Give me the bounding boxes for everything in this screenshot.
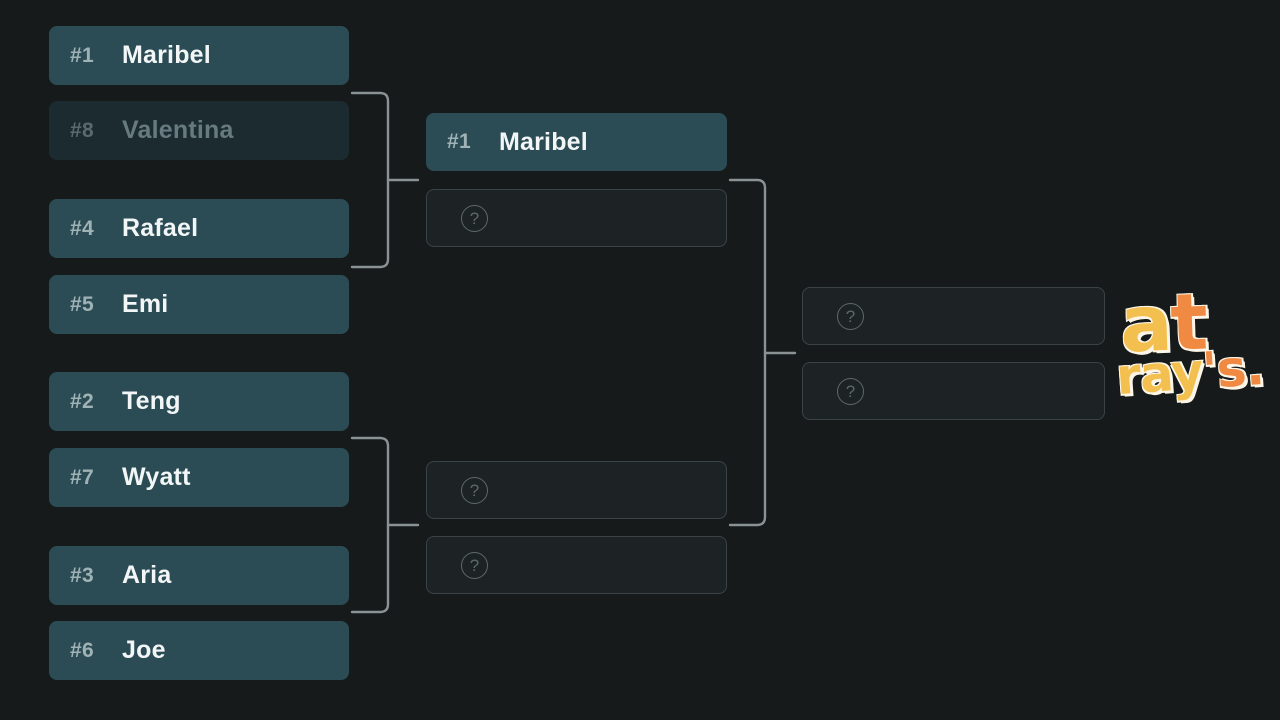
player-name: Valentina xyxy=(122,116,234,144)
seed-label: #2 xyxy=(70,389,94,413)
seed-label: #1 xyxy=(447,130,471,153)
bracket-slot-r3-1[interactable]: ? xyxy=(802,287,1105,345)
logo-text-ray: ray xyxy=(1114,342,1205,407)
bracket-slot-r2-2[interactable]: ? xyxy=(426,189,727,247)
logo-text-s: 's. xyxy=(1200,337,1266,401)
bracket-slot-r1-8[interactable]: #6 Joe xyxy=(49,621,349,680)
player-name: Teng xyxy=(122,387,181,415)
bracket-slot-r3-2[interactable]: ? xyxy=(802,362,1105,420)
bracket-slot-r1-3[interactable]: #4 Rafael xyxy=(49,199,349,258)
bracket-slot-r1-2[interactable]: #8 Valentina xyxy=(49,101,349,160)
seed-label: #6 xyxy=(70,638,94,662)
question-circle-icon: ? xyxy=(461,551,488,579)
player-name: Wyatt xyxy=(122,463,191,491)
connector-r2-final xyxy=(728,178,767,527)
bracket-slot-r1-7[interactable]: #3 Aria xyxy=(49,546,349,605)
bracket-slot-r1-6[interactable]: #7 Wyatt xyxy=(49,448,349,507)
connector-r1-upper xyxy=(350,91,390,269)
player-name: Joe xyxy=(122,636,166,664)
logo-line-bottom: ray's. xyxy=(1114,338,1265,406)
bracket-slot-r1-4[interactable]: #5 Emi xyxy=(49,275,349,334)
question-circle-icon: ? xyxy=(461,204,488,232)
seed-label: #7 xyxy=(70,465,94,489)
seed-label: #4 xyxy=(70,216,94,240)
brand-logo: at ray's. xyxy=(1112,278,1268,415)
player-name: Aria xyxy=(122,561,172,589)
seed-label: #1 xyxy=(70,43,94,67)
bracket-slot-r1-1[interactable]: #1 Maribel xyxy=(49,26,349,85)
bracket-slot-r2-4[interactable]: ? xyxy=(426,536,727,594)
bracket-slot-r2-1[interactable]: #1 Maribel xyxy=(426,113,727,171)
player-name: Emi xyxy=(122,290,169,318)
question-circle-icon: ? xyxy=(837,302,864,330)
player-name: Maribel xyxy=(499,127,588,156)
connector-r1-lower xyxy=(350,436,390,614)
player-name: Rafael xyxy=(122,214,199,242)
question-circle-icon: ? xyxy=(837,377,864,405)
seed-label: #8 xyxy=(70,118,94,142)
bracket-slot-r1-5[interactable]: #2 Teng xyxy=(49,372,349,431)
seed-label: #5 xyxy=(70,292,94,316)
bracket-slot-r2-3[interactable]: ? xyxy=(426,461,727,519)
player-name: Maribel xyxy=(122,41,211,69)
question-circle-icon: ? xyxy=(461,476,488,504)
seed-label: #3 xyxy=(70,563,94,587)
